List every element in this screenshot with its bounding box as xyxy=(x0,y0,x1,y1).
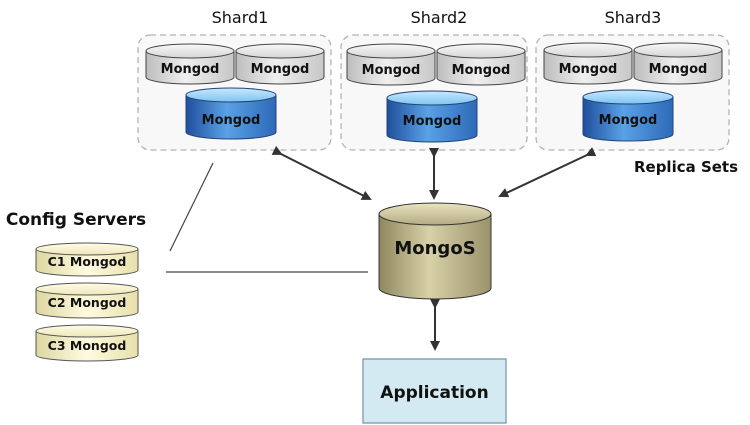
mongod-label: Mongod xyxy=(362,63,421,78)
primary-mongod-cylinder: Mongod xyxy=(185,87,277,140)
shard-title: Shard2 xyxy=(411,8,468,27)
application-node: Application xyxy=(362,358,507,424)
mongod-label: Mongod xyxy=(403,114,462,129)
secondary-mongod-cylinder: Mongod xyxy=(543,42,633,85)
replica-sets-label: Replica Sets xyxy=(634,158,738,176)
mongod-label: Mongod xyxy=(161,62,220,77)
mongod-label: Mongod xyxy=(452,63,511,78)
config-server-label: C2 Mongod xyxy=(48,295,127,310)
application-box xyxy=(362,358,507,424)
config-servers-title: Config Servers xyxy=(6,210,146,230)
primary-mongod-cylinder: Mongod xyxy=(582,89,674,142)
mongos-router: MongoS xyxy=(378,202,492,300)
mongod-label: Mongod xyxy=(649,62,708,77)
mongos-label: MongoS xyxy=(394,238,475,259)
shard3-mongos-arrow xyxy=(498,147,597,198)
secondary-mongod-cylinder: Mongod xyxy=(436,43,526,86)
shard-1: Shard1 Mongod Mongod Mongod xyxy=(137,8,332,151)
shard-2: Shard2 Mongod Mongod Mongod xyxy=(340,8,528,151)
config-to-shard-line xyxy=(169,162,214,252)
mongod-label: Mongod xyxy=(559,62,618,77)
mongod-label: Mongod xyxy=(202,113,261,128)
mongod-label: Mongod xyxy=(251,62,310,77)
mongod-label: Mongod xyxy=(599,113,658,128)
secondary-mongod-cylinder: Mongod xyxy=(346,43,436,86)
secondary-mongod-cylinder: Mongod xyxy=(633,42,723,85)
config-server-cylinder: C1 Mongod xyxy=(35,242,139,277)
primary-mongod-cylinder: Mongod xyxy=(386,90,478,143)
shard-title: Shard3 xyxy=(605,8,662,27)
config-server-cylinder: C2 Mongod xyxy=(35,282,139,319)
secondary-mongod-cylinder: Mongod xyxy=(145,43,235,85)
config-server-label: C3 Mongod xyxy=(48,338,127,353)
secondary-mongod-cylinder: Mongod xyxy=(235,43,325,85)
shard-title: Shard1 xyxy=(212,8,269,27)
config-servers-group: Config Servers C1 Mongod C2 Mongod C3 Mo… xyxy=(6,210,146,362)
config-server-cylinder: C3 Mongod xyxy=(35,324,139,362)
config-server-label: C1 Mongod xyxy=(48,254,127,269)
shard1-mongos-arrow xyxy=(271,145,372,200)
shard-3: Shard3 Mongod Mongod Mongod xyxy=(535,8,730,151)
application-label: Application xyxy=(380,383,488,403)
